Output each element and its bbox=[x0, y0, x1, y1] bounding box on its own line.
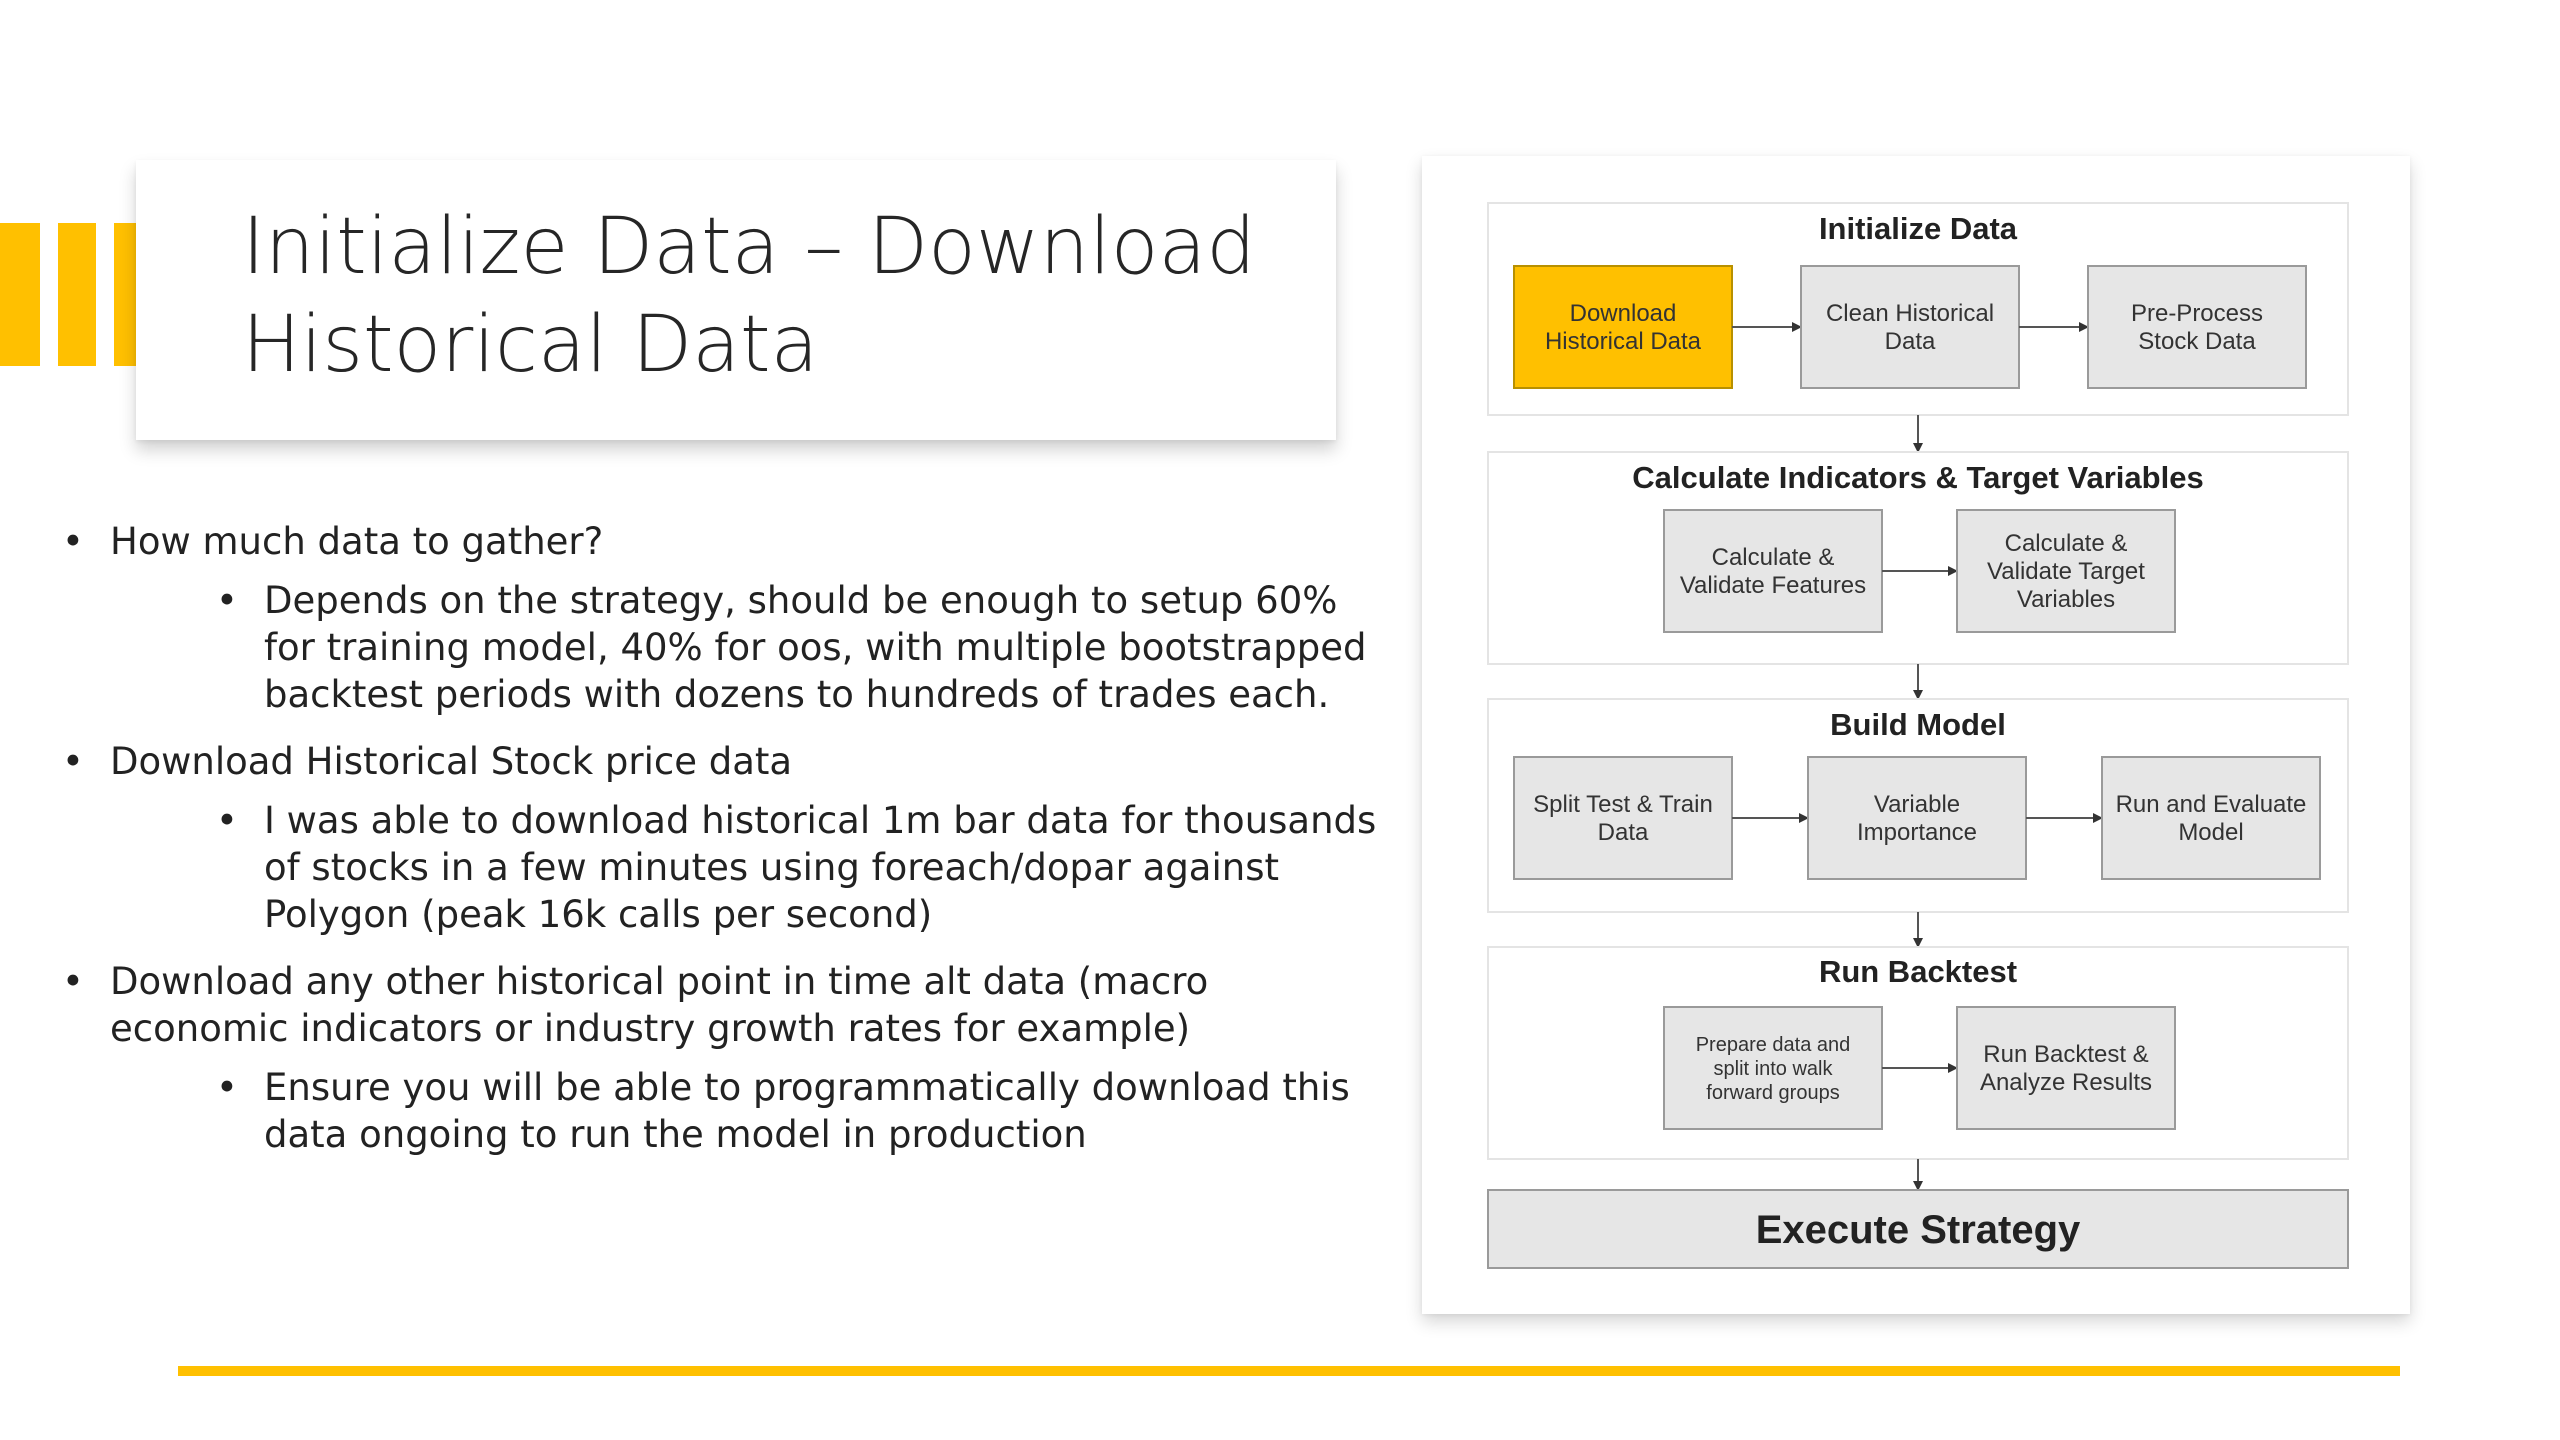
flow-step-label: Variables bbox=[2017, 586, 2115, 613]
flow-step-label: Historical Data bbox=[1545, 328, 1702, 355]
bullet-list: • How much data to gather? • Depends on the… bbox=[52, 518, 1382, 1178]
bullet-text: How much data to gather? bbox=[110, 520, 604, 563]
flow-step-label: Prepare data and bbox=[1696, 1034, 1851, 1056]
bullet-dot: • bbox=[216, 799, 238, 842]
execute-strategy-box bbox=[1487, 1189, 2349, 1269]
flow-step-box bbox=[2087, 265, 2307, 389]
sub-bullet-text: I was able to download historical 1m bar… bbox=[264, 799, 1377, 936]
slide-title: Initialize Data – Download Historical Da… bbox=[242, 202, 1256, 390]
flow-step-label: Validate Features bbox=[1680, 572, 1866, 599]
group-panel bbox=[1487, 451, 2349, 665]
execute-strategy-label: Execute Strategy bbox=[1756, 1208, 2081, 1252]
title-card: Initialize Data – Download Historical Da… bbox=[136, 160, 1336, 440]
flow-step-label: Download bbox=[1570, 300, 1677, 327]
accent-bar-2 bbox=[58, 223, 96, 366]
flow-step-box bbox=[1663, 509, 1883, 633]
accent-bar-3 bbox=[114, 223, 136, 366]
group-title: Build Model bbox=[1830, 707, 2006, 742]
bullet-text: Download any other historical point in t… bbox=[110, 960, 1209, 1050]
sub-bullet-item: • Depends on the strategy, should be enou… bbox=[110, 577, 1382, 718]
flow-step-label: Clean Historical bbox=[1826, 300, 1994, 327]
bullet-dot: • bbox=[62, 520, 84, 563]
sub-bullet-text: Depends on the strategy, should be enoug… bbox=[264, 579, 1367, 716]
flow-step-box bbox=[2101, 756, 2321, 880]
sub-bullet-item: • I was able to download historical 1m ba… bbox=[110, 797, 1382, 938]
flow-step-box bbox=[1956, 1006, 2176, 1130]
flow-step-label: Validate Target bbox=[1987, 558, 2145, 585]
flow-step-box bbox=[1513, 265, 1733, 389]
flow-step-label: split into walk bbox=[1714, 1058, 1834, 1080]
flow-step-label: Importance bbox=[1857, 819, 1977, 846]
bullet-item: • How much data to gather? • Depends on the… bbox=[52, 518, 1382, 718]
flow-step-box bbox=[1663, 1006, 1883, 1130]
flow-step-label: Analyze Results bbox=[1980, 1069, 2152, 1096]
bullet-text: Download Historical Stock price data bbox=[110, 740, 793, 783]
bottom-accent-line bbox=[178, 1366, 2400, 1376]
flow-step-label: Model bbox=[2178, 819, 2243, 846]
bullet-dot: • bbox=[62, 960, 84, 1003]
flow-step-label: Variable bbox=[1874, 791, 1960, 818]
flow-step-label: Calculate & bbox=[2005, 530, 2128, 557]
accent-bar-1 bbox=[0, 223, 40, 366]
bullet-dot: • bbox=[216, 579, 238, 622]
flow-step-label: Data bbox=[1598, 819, 1649, 846]
flow-step-label: Calculate & bbox=[1712, 544, 1835, 571]
flow-step-label: Split Test & Train bbox=[1533, 791, 1713, 818]
group-title: Run Backtest bbox=[1819, 954, 2017, 989]
flow-step-label: forward groups bbox=[1706, 1082, 1839, 1104]
flow-step-box bbox=[1513, 756, 1733, 880]
bullet-item: • Download Historical Stock price data • I … bbox=[52, 738, 1382, 938]
flow-step-box bbox=[1800, 265, 2020, 389]
flow-step-label: Run and Evaluate bbox=[2116, 791, 2307, 818]
bullet-dot: • bbox=[216, 1066, 238, 1109]
sub-bullet-item: • Ensure you will be able to programmatic… bbox=[110, 1064, 1382, 1158]
flow-step-label: Data bbox=[1885, 328, 1936, 355]
group-title: Initialize Data bbox=[1819, 211, 2018, 246]
flow-step-label: Pre-Process bbox=[2131, 300, 2263, 327]
bullet-item: • Download any other historical point in … bbox=[52, 958, 1382, 1158]
bullet-dot: • bbox=[62, 740, 84, 783]
flow-step-label: Stock Data bbox=[2138, 328, 2256, 355]
group-title: Calculate Indicators & Target Variables bbox=[1632, 460, 2203, 495]
sub-bullet-text: Ensure you will be able to programmatica… bbox=[264, 1066, 1350, 1156]
group-panel bbox=[1487, 946, 2349, 1160]
flow-step-label: Run Backtest & bbox=[1983, 1041, 2148, 1068]
flow-step-box bbox=[1807, 756, 2027, 880]
flow-step-box bbox=[1956, 509, 2176, 633]
